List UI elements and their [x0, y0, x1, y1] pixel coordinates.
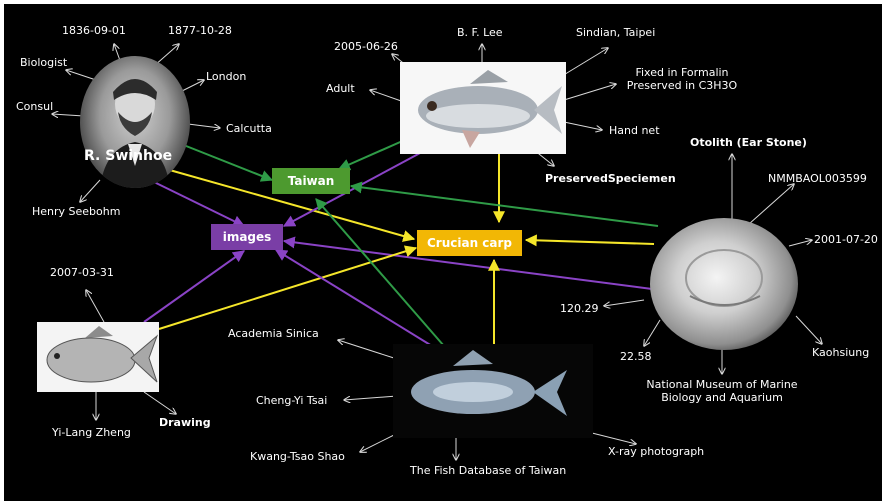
edge-xray-person1 [344, 396, 397, 400]
swinhoe-place2-label: Calcutta [226, 122, 272, 135]
xray-photo [393, 344, 593, 438]
otolith-title-label: Otolith (Ear Stone) [690, 136, 807, 149]
swinhoe-occupation2-label: Consul [16, 100, 53, 113]
specimen-locality-label: Sindian, Taipei [576, 26, 655, 39]
specimen-photo [400, 62, 566, 154]
otolith-date-label: 2001-07-20 [814, 233, 878, 246]
edge-otolith-place [796, 316, 822, 344]
otolith-latitude-label: 22.58 [620, 350, 652, 363]
drawing-type-label: Drawing [159, 416, 211, 429]
edge-xray-institution [338, 340, 397, 359]
hub-crucian-carp[interactable]: Crucian carp [417, 230, 522, 256]
otolith-longitude-label: 120.29 [560, 302, 599, 315]
specimen-method-label: Hand net [609, 124, 660, 137]
swinhoe-occupation1-label: Biologist [20, 56, 67, 69]
edge-specimen-method [564, 122, 602, 130]
edge-drawing-type [144, 392, 176, 414]
hub-taiwan[interactable]: Taiwan [272, 168, 350, 194]
xray-type-label: X-ray photograph [608, 445, 704, 458]
edge-drawing-images [144, 251, 244, 322]
xray-institution-label: Academia Sinica [228, 327, 319, 340]
edge-otolith-date [789, 240, 812, 246]
edge-otolith-latitude [644, 320, 660, 346]
edge-swinhoe-calcutta [188, 124, 220, 128]
otolith-place-label: Kaohsiung [812, 346, 869, 359]
xray-person1-label: Cheng-Yi Tsai [256, 394, 327, 407]
drawing-photo [37, 322, 159, 392]
edge-otolith-carp [526, 240, 654, 244]
otolith-institution-label: National Museum of Marine Biology and Aq… [646, 378, 797, 404]
edge-drawing-date [86, 290, 104, 322]
swinhoe-name-label: R. Swinhoe [84, 148, 172, 165]
swinhoe-associate-label: Henry Seebohm [32, 205, 120, 218]
otolith-catalog-label: NMMBAOL003599 [768, 172, 867, 185]
edge-swinhoe-taiwan [176, 142, 272, 180]
swinhoe-death-label: 1877-10-28 [168, 24, 232, 37]
drawing-artist-label: Yi-Lang Zheng [52, 426, 131, 439]
swinhoe-birth-label: 1836-09-01 [62, 24, 126, 37]
edge-specimen-locality [562, 48, 608, 76]
semantic-graph-canvas: Taiwan images Crucian carp 1836-09-01 18… [4, 4, 882, 501]
xray-database-label: The Fish Database of Taiwan [410, 464, 566, 477]
specimen-collector-label: B. F. Lee [457, 26, 503, 39]
edge-swinhoe-biologist [66, 70, 96, 80]
specimen-date-label: 2005-06-26 [334, 40, 398, 53]
swinhoe-place1-label: London [206, 70, 246, 83]
edge-otolith-longitude [604, 300, 644, 306]
edge-specimen-stage [370, 90, 404, 102]
edge-swinhoe-images [154, 182, 244, 226]
hub-images[interactable]: images [211, 224, 283, 250]
drawing-date-label: 2007-03-31 [50, 266, 114, 279]
edge-swinhoe-seebohm [80, 180, 100, 202]
edge-otolith-catalog [749, 184, 794, 224]
swinhoe-portrait [80, 56, 190, 188]
xray-person2-label: Kwang-Tsao Shao [250, 450, 345, 463]
edge-otolith-taiwan [351, 186, 658, 226]
specimen-type-label: PreservedSpeciemen [545, 172, 676, 185]
specimen-preservation-label: Fixed in Formalin Preserved in C3H3O [627, 66, 737, 92]
edge-drawing-carp [159, 248, 416, 329]
otolith-photo [650, 218, 798, 350]
edge-specimen-preservation [564, 84, 616, 100]
specimen-stage-label: Adult [326, 82, 355, 95]
